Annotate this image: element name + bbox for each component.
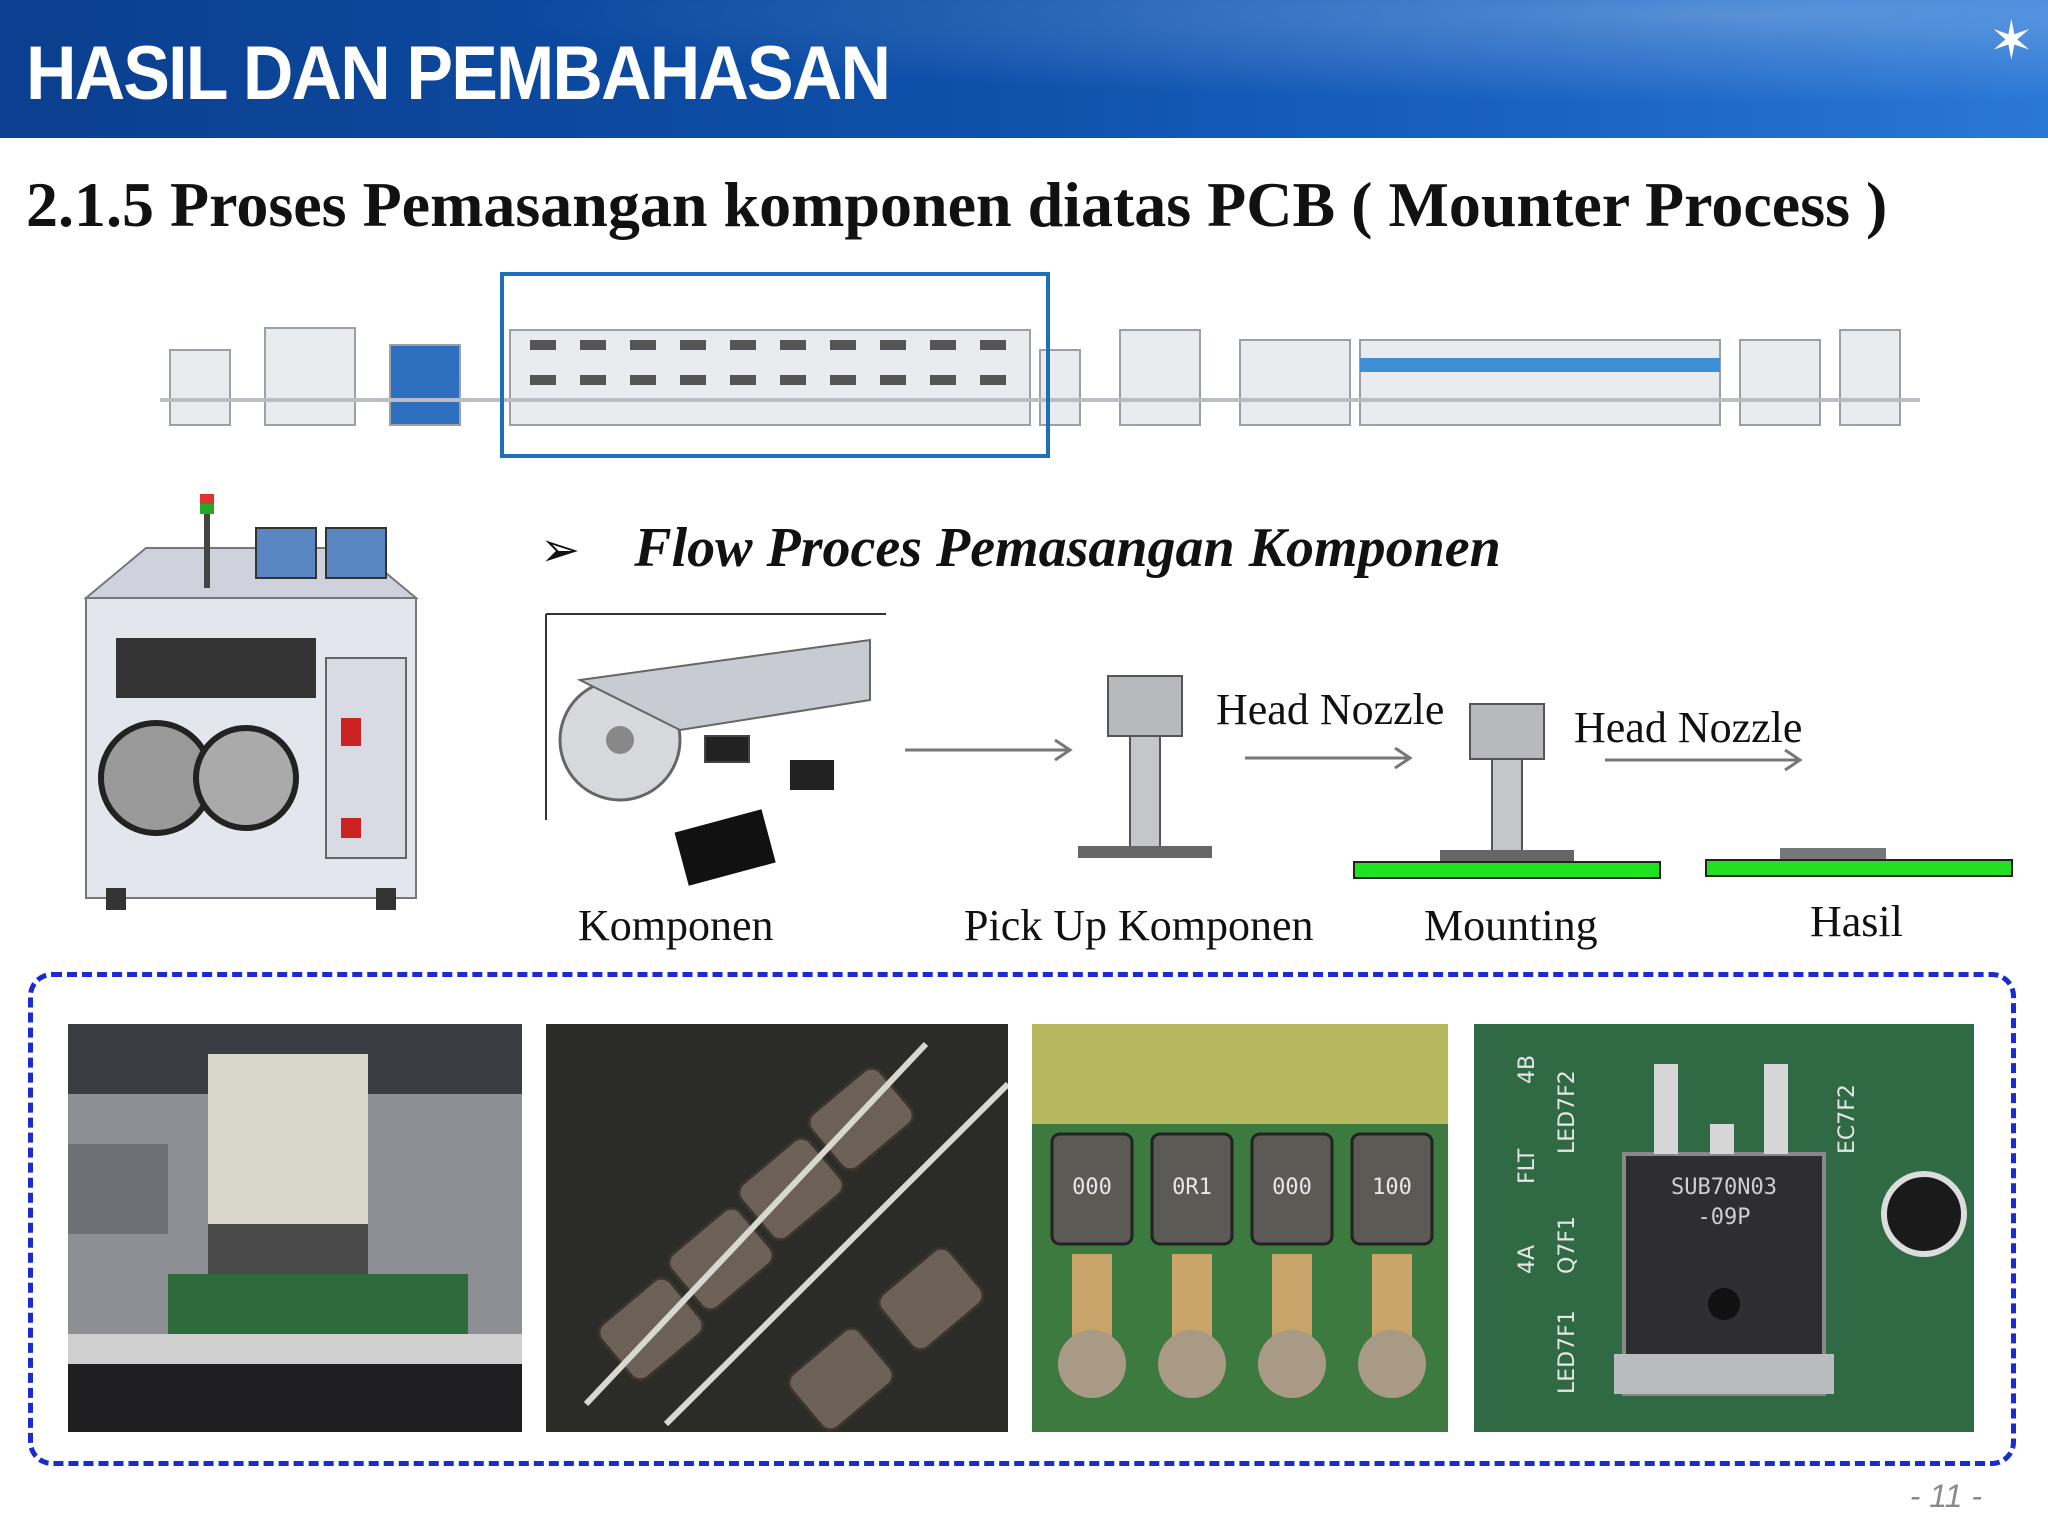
smt-line-illustration bbox=[160, 327, 1920, 426]
section-title: 2.1.5 Proses Pemasangan komponen diatas … bbox=[26, 169, 1888, 240]
ic-marking-09p: -09P bbox=[1698, 1205, 1751, 1230]
arrow-label-1: Head Nozzle bbox=[1216, 685, 1445, 734]
ic-marking-flt: FLT bbox=[1515, 1148, 1540, 1184]
resistor-code-1: 000 bbox=[1072, 1175, 1112, 1200]
resistor-code-2: 0R1 bbox=[1172, 1175, 1212, 1200]
ic-marking-ec7f2: EC7F2 bbox=[1835, 1084, 1860, 1154]
flow-diagram: Head Nozzle Head Nozzle Komponen Pick Up… bbox=[540, 610, 2040, 950]
star-icon: ✶ bbox=[1988, 9, 2034, 72]
pickup-nozzle bbox=[1078, 675, 1212, 858]
step-label-pickup: Pick Up Komponen bbox=[964, 901, 1314, 950]
page-title: HASIL DAN PEMBAHASAN bbox=[26, 31, 891, 116]
resistor-closeup-photo: 000 0R1 000 100 bbox=[1032, 1024, 1448, 1432]
ic-marking-4a: 4A bbox=[1515, 1245, 1540, 1274]
page-number: - 11 - bbox=[1909, 1478, 1982, 1514]
flow-diagram-graphics bbox=[545, 613, 2013, 886]
mounting-nozzle bbox=[1353, 703, 1661, 879]
flow-heading-text: Flow Proces Pemasangan Komponen bbox=[634, 517, 1501, 579]
ic-marking-q7f1: Q7F1 bbox=[1555, 1216, 1580, 1274]
step-label-komponen: Komponen bbox=[578, 901, 774, 950]
header-banner: HASIL DAN PEMBAHASAN ✶ bbox=[0, 0, 2048, 138]
flow-heading: ➢ Flow Proces Pemasangan Komponen bbox=[540, 516, 1501, 580]
ic-marking-sub70n03: SUB70N03 bbox=[1671, 1175, 1777, 1200]
photo-frame bbox=[28, 972, 2016, 1466]
mounter-machine-image bbox=[83, 494, 419, 910]
mounter-head-photo bbox=[68, 1024, 522, 1432]
ic-marking-led7f1: LED7F1 bbox=[1555, 1310, 1580, 1394]
ic-closeup-photo: SUB70N03 -09P EC7F2 FLT 4A Q7F1 LED7F1 L… bbox=[1474, 1024, 1974, 1432]
arrow-label-2: Head Nozzle bbox=[1574, 703, 1803, 752]
component-feeder-image bbox=[545, 613, 886, 886]
capacitor-closeup-photo bbox=[546, 1024, 1008, 1432]
resistor-code-3: 000 bbox=[1272, 1175, 1312, 1200]
mounter-highlight-frame bbox=[500, 272, 1050, 458]
resistor-code-4: 100 bbox=[1372, 1175, 1412, 1200]
ic-marking-4b: 4B bbox=[1515, 1055, 1540, 1084]
step-label-mounting: Mounting bbox=[1424, 901, 1598, 950]
arrow-bullet-icon: ➢ bbox=[540, 522, 581, 578]
ic-marking-led7f2: LED7F2 bbox=[1555, 1070, 1580, 1154]
result-pcb bbox=[1705, 848, 2013, 877]
step-label-hasil: Hasil bbox=[1810, 897, 1903, 946]
